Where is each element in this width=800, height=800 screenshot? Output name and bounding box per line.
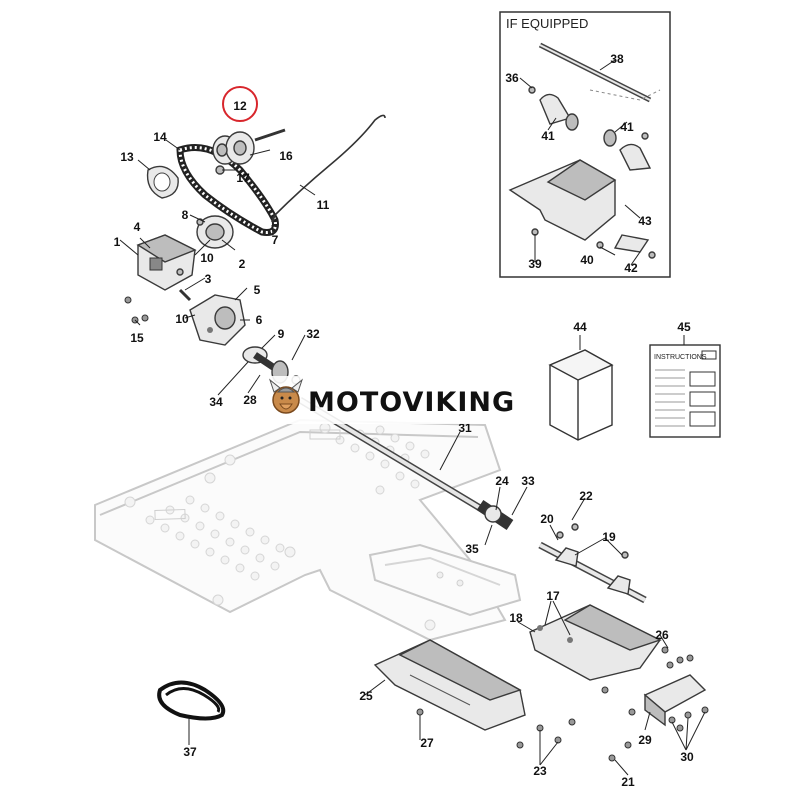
instructions-sheet-45 — [649, 344, 721, 438]
callout-23: 23 — [533, 764, 547, 778]
callout-41a: 41 — [541, 129, 555, 143]
callout-17a: 17 — [236, 171, 250, 185]
callout-38: 38 — [610, 52, 624, 66]
driven-pulley — [196, 215, 234, 249]
callout-13: 13 — [120, 150, 134, 164]
callout-20: 20 — [540, 512, 554, 526]
callout-29: 29 — [638, 733, 652, 747]
fasteners-15 — [124, 296, 149, 324]
watermark-text: MOTOVIKING — [308, 387, 515, 418]
guard-18 — [529, 604, 662, 681]
leader-lines — [119, 59, 706, 776]
gearbox — [136, 234, 197, 291]
callout-7: 7 — [272, 233, 279, 247]
bolt-3 — [178, 288, 192, 302]
callout-42: 42 — [624, 261, 638, 275]
callout-10a: 10 — [200, 251, 214, 265]
watermark-banner: MOTOVIKING — [265, 376, 535, 424]
if-equipped-inset — [499, 11, 671, 278]
callout-19: 19 — [602, 530, 616, 544]
callout-39: 39 — [528, 257, 542, 271]
callout-1: 1 — [114, 235, 121, 249]
callout-40: 40 — [580, 253, 594, 267]
callout-9: 9 — [278, 327, 285, 341]
callout-24: 24 — [495, 474, 509, 488]
callout-21: 21 — [621, 775, 635, 789]
instructions-label: INSTRUCTIONS — [654, 354, 707, 361]
callout-30: 30 — [680, 750, 694, 764]
floor-plate — [94, 418, 507, 642]
callout-12: 12 — [233, 99, 247, 113]
callout-33: 33 — [521, 474, 535, 488]
highlight-circle-12 — [222, 86, 258, 122]
callout-45: 45 — [677, 320, 691, 334]
callout-43: 43 — [638, 214, 652, 228]
callout-44: 44 — [573, 320, 587, 334]
callout-4: 4 — [134, 220, 141, 234]
pulley-cover — [146, 165, 179, 199]
tunnel-plate — [368, 543, 522, 617]
shaft-19 — [538, 523, 647, 604]
callout-26: 26 — [655, 628, 669, 642]
skid-plate-25 — [373, 639, 526, 731]
viking-logo-icon — [268, 378, 304, 414]
clutch-housing — [189, 294, 246, 346]
callout-31: 31 — [458, 421, 472, 435]
callout-22: 22 — [579, 489, 593, 503]
callout-3: 3 — [205, 272, 212, 286]
callout-41b: 41 — [620, 120, 634, 134]
callout-25: 25 — [359, 689, 373, 703]
hose-37 — [157, 680, 226, 721]
callout-8: 8 — [182, 208, 189, 222]
bracket-29 — [643, 674, 707, 727]
callout-34: 34 — [209, 395, 223, 409]
cable — [274, 114, 386, 216]
callout-2: 2 — [239, 257, 246, 271]
bolts-misc — [416, 646, 709, 762]
inset-title: IF EQUIPPED — [506, 16, 588, 31]
callout-32: 32 — [306, 327, 320, 341]
callout-37: 37 — [183, 745, 197, 759]
callout-5: 5 — [254, 283, 261, 297]
clutch-pulley — [212, 128, 286, 175]
callout-18: 18 — [509, 611, 523, 625]
callout-10b: 10 — [175, 312, 189, 326]
callout-14: 14 — [153, 130, 167, 144]
callout-35: 35 — [465, 542, 479, 556]
callout-28: 28 — [243, 393, 257, 407]
callout-17b: 17 — [546, 589, 560, 603]
parts-box-44 — [548, 349, 614, 441]
callout-16: 16 — [279, 149, 293, 163]
callout-11: 11 — [317, 198, 330, 212]
callout-labels: 1 2 3 4 5 6 7 8 9 10 10 11 12 13 14 15 1… — [114, 52, 694, 789]
callout-15: 15 — [130, 331, 144, 345]
callout-6: 6 — [256, 313, 263, 327]
callout-36: 36 — [505, 71, 519, 85]
callout-27: 27 — [420, 736, 434, 750]
